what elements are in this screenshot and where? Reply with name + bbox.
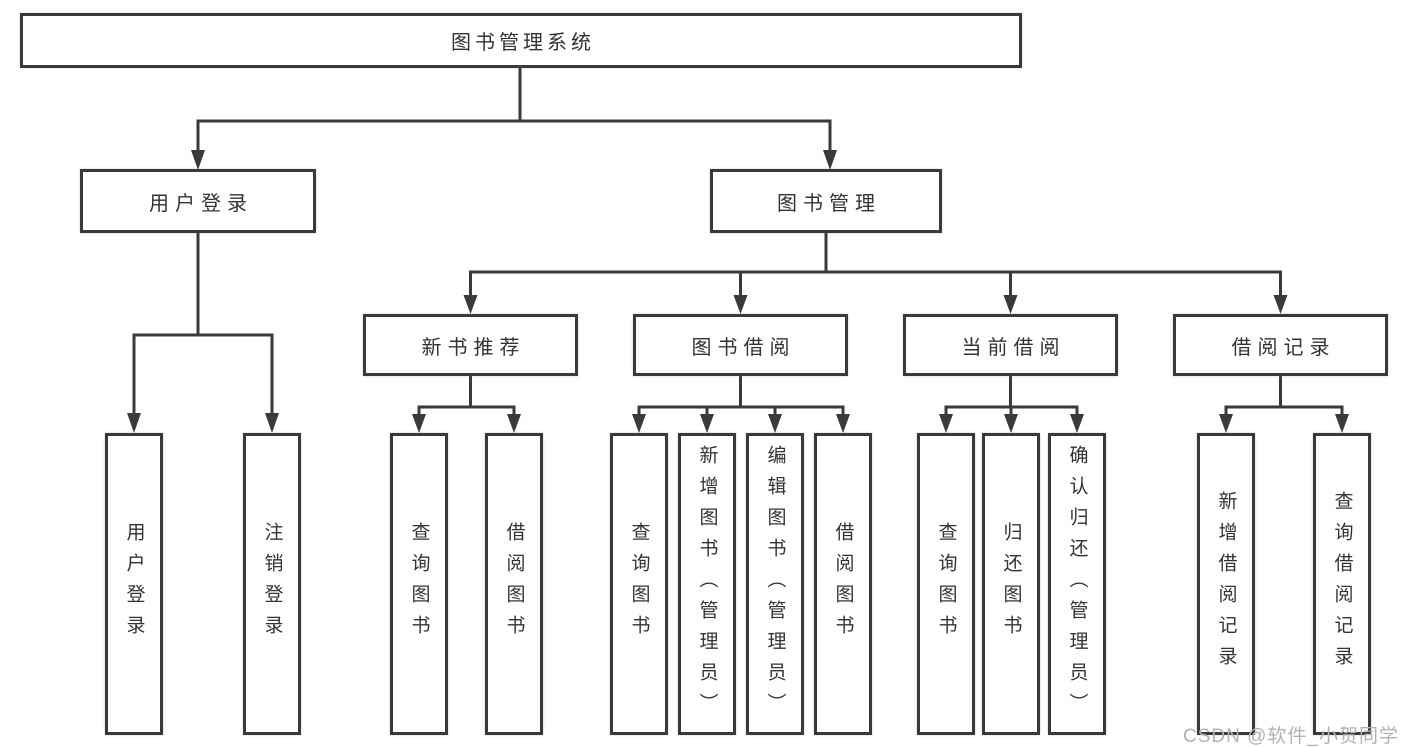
arrow-down-icon [768,414,782,433]
arrow-down-icon [191,150,205,170]
arrow-down-icon [836,414,850,433]
node-label: 注销登录 [261,522,283,646]
leaf-borrow-borrow-books: 借阅图书 [814,433,872,735]
leaf-borrow-edit-books-admin: 编辑图书（管理员） [746,433,804,735]
node-borrow-records: 借阅记录 [1173,314,1388,376]
node-label: 用户登录 [149,192,253,215]
arrow-down-icon [1070,414,1084,433]
node-label: 新增图书（管理员） [696,444,718,724]
connector-current-borrow [939,376,1084,433]
leaf-recommend-query-books: 查询图书 [390,433,448,735]
arrow-down-icon [1273,295,1288,314]
leaf-records-add-record: 新增借阅记录 [1197,433,1255,735]
node-label: 查询借阅记录 [1331,491,1353,677]
connector-new-book-recommend [412,376,521,433]
node-user-login-branch: 用户登录 [80,169,316,233]
node-label: 图书管理系统 [451,32,595,54]
leaf-user-login: 用户登录 [105,433,163,735]
node-library-system: 图书管理系统 [20,13,1022,68]
arrow-down-icon [463,295,478,314]
node-label: 查询图书 [408,522,430,646]
node-label: 图书管理 [777,192,881,215]
node-label: 编辑图书（管理员） [764,444,786,724]
node-label: 借阅图书 [832,522,854,646]
arrow-down-icon [823,150,837,170]
connector-root-to-level2 [191,68,837,170]
arrow-down-icon [939,414,953,433]
connector-book-borrow [632,376,850,433]
arrow-down-icon [1003,295,1018,314]
arrow-down-icon [1219,414,1233,433]
arrow-down-icon [632,414,646,433]
node-book-management: 图书管理 [710,169,942,233]
node-label: 查询图书 [935,522,957,646]
arrow-down-icon [1004,414,1018,433]
node-label: 新增借阅记录 [1215,491,1237,677]
node-label: 当前借阅 [961,336,1066,359]
node-label: 新书推荐 [421,336,526,359]
leaf-current-query-books: 查询图书 [917,433,975,735]
leaf-current-confirm-return-admin: 确认归还（管理员） [1048,433,1106,735]
leaf-current-return-books: 归还图书 [982,433,1040,735]
arrow-down-icon [412,414,426,433]
arrow-down-icon [700,414,714,433]
connector-book-management-branch [463,233,1288,314]
node-label: 查询图书 [628,522,650,646]
csdn-watermark: CSDN @软件_小贺同学 [1183,726,1399,747]
arrow-down-icon [265,413,279,433]
node-label: 借阅记录 [1231,336,1336,359]
arrow-down-icon [1335,414,1349,433]
node-label: 借阅图书 [503,522,525,646]
leaf-records-query-record: 查询借阅记录 [1313,433,1371,735]
node-label: 用户登录 [123,522,145,646]
connector-borrow-records [1219,376,1349,433]
node-new-book-recommend: 新书推荐 [363,314,578,376]
node-label: 图书借阅 [691,336,796,359]
leaf-logout: 注销登录 [243,433,301,735]
arrow-down-icon [507,414,521,433]
node-label: 归还图书 [1000,522,1022,646]
node-current-borrow: 当前借阅 [903,314,1118,376]
arrow-down-icon [127,413,141,433]
arrow-down-icon [733,295,748,314]
node-label: 确认归还（管理员） [1066,444,1088,724]
node-book-borrow: 图书借阅 [633,314,848,376]
leaf-borrow-add-books-admin: 新增图书（管理员） [678,433,736,735]
leaf-recommend-borrow-books: 借阅图书 [485,433,543,735]
connector-user-login-branch [127,233,279,433]
leaf-borrow-query-books: 查询图书 [610,433,668,735]
